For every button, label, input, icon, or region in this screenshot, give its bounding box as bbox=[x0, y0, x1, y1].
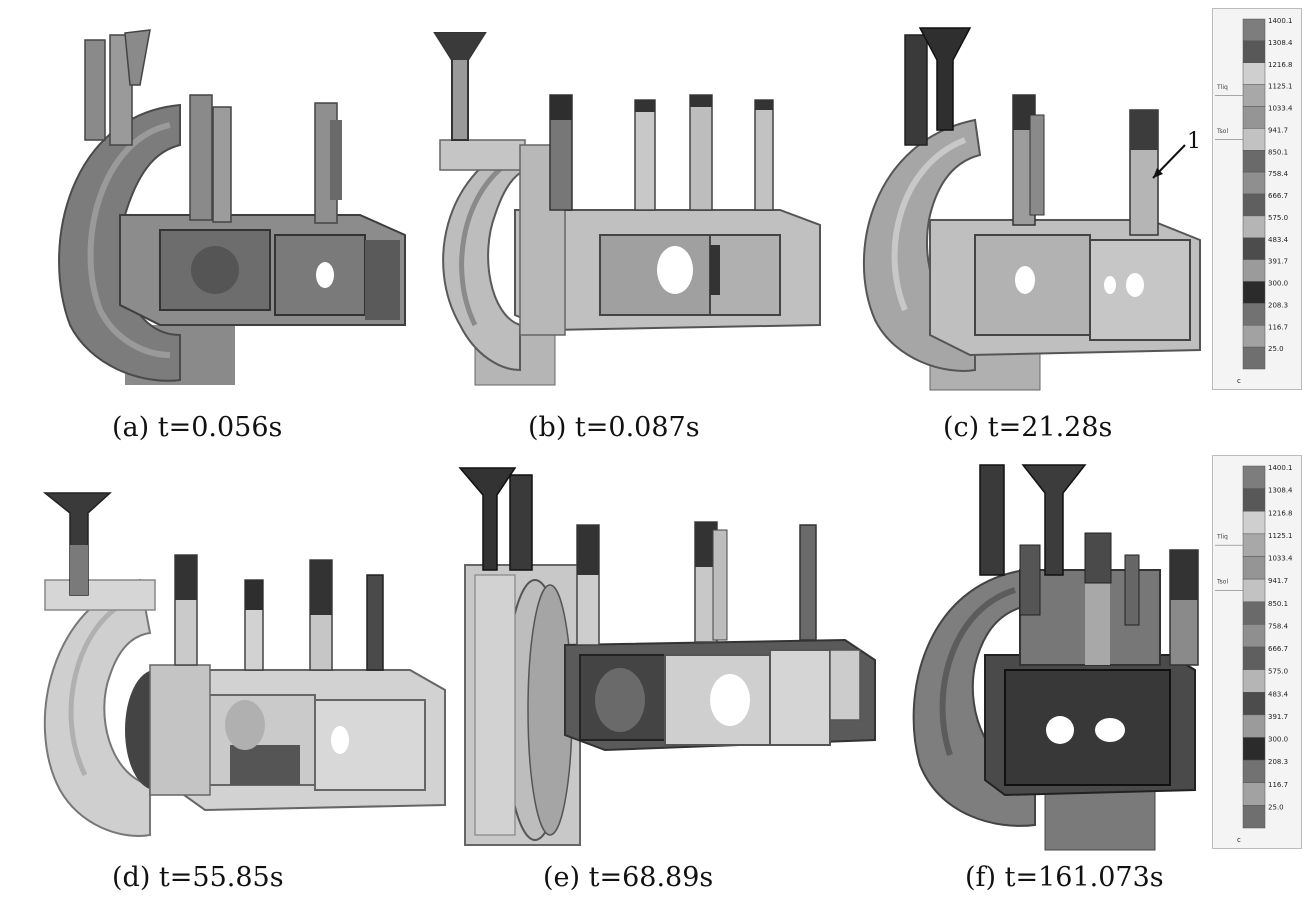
legend-scale-bottom: 1400.1 1308.4 1216.8 1125.1 1033.4 941.7 850.1… bbox=[1215, 464, 1293, 844]
legend-tick-label: 850.1 bbox=[1268, 148, 1288, 156]
legend-unit-label: c bbox=[1237, 377, 1241, 385]
legend-swatch bbox=[1242, 669, 1266, 693]
legend-solidus-label: Tsol bbox=[1216, 128, 1228, 135]
legend-tick-label: 1400.1 bbox=[1268, 17, 1293, 25]
legend-scale-top: 1400.1 1308.4 1216.8 1125.1 1033.4 941.7 850.1… bbox=[1215, 17, 1293, 385]
legend-swatch bbox=[1242, 84, 1266, 107]
legend-swatch bbox=[1242, 511, 1266, 535]
panel-caption-f: (f) t=161.073s bbox=[965, 862, 1164, 893]
legend-swatch bbox=[1242, 303, 1266, 326]
legend-swatch bbox=[1242, 533, 1266, 557]
legend-swatch bbox=[1242, 759, 1266, 783]
legend-tick-label: 1033.4 bbox=[1268, 555, 1293, 563]
legend-swatch bbox=[1242, 782, 1266, 806]
legend-swatch bbox=[1242, 737, 1266, 761]
legend-tick-label: 208.3 bbox=[1268, 758, 1288, 766]
legend-tick-label: 391.7 bbox=[1268, 258, 1288, 266]
legend-swatch bbox=[1242, 215, 1266, 238]
casting-panel-b bbox=[420, 25, 840, 395]
legend-tick-label: 25.0 bbox=[1268, 803, 1284, 811]
legend-swatch bbox=[1242, 325, 1266, 348]
legend-tick-label: 666.7 bbox=[1268, 192, 1288, 200]
legend-swatch bbox=[1242, 281, 1266, 304]
legend-tick-label: 300.0 bbox=[1268, 280, 1288, 288]
panel-caption-e: (e) t=68.89s bbox=[543, 862, 714, 893]
legend-tick-label: 1308.4 bbox=[1268, 39, 1293, 47]
legend-tick-label: 483.4 bbox=[1268, 690, 1289, 698]
legend-tick-label: 208.3 bbox=[1268, 301, 1288, 309]
callout-label: 1 bbox=[1187, 129, 1201, 154]
legend-swatch bbox=[1242, 237, 1266, 260]
legend-tick-label: 1308.4 bbox=[1268, 487, 1293, 495]
legend-tick-label: 758.4 bbox=[1268, 622, 1289, 630]
legend-tick-label: 666.7 bbox=[1268, 645, 1288, 653]
legend-swatch bbox=[1242, 40, 1266, 63]
legend-tick-label: 575.0 bbox=[1268, 668, 1288, 676]
legend-tick-label: 1125.1 bbox=[1268, 532, 1293, 540]
legend-swatch bbox=[1242, 556, 1266, 580]
legend-tick-label: 758.4 bbox=[1268, 170, 1289, 178]
panel-caption-c: (c) t=21.28s bbox=[943, 412, 1113, 443]
legend-swatch bbox=[1242, 106, 1266, 129]
legend-swatch bbox=[1242, 646, 1266, 670]
legend-tick-label: 391.7 bbox=[1268, 713, 1288, 721]
legend-tick-label: 941.7 bbox=[1268, 577, 1288, 585]
casting-render-e bbox=[458, 467, 876, 846]
legend-swatch bbox=[1242, 578, 1266, 602]
panel-caption-a: (a) t=0.056s bbox=[112, 412, 283, 443]
legend-tick-label: 850.1 bbox=[1268, 600, 1288, 608]
legend-tick-label: 483.4 bbox=[1268, 236, 1289, 244]
casting-render-b bbox=[433, 32, 821, 386]
legend-tick-label: 300.0 bbox=[1268, 736, 1288, 744]
legend-swatch bbox=[1242, 805, 1266, 829]
legend-tick-label: 1216.8 bbox=[1268, 509, 1293, 517]
legend-swatch bbox=[1242, 193, 1266, 217]
legend-swatch bbox=[1242, 601, 1266, 625]
legend-tick-label: 1125.1 bbox=[1268, 83, 1293, 91]
casting-render-f bbox=[912, 464, 1199, 851]
legend-tick-label: 941.7 bbox=[1268, 126, 1288, 134]
legend-tick-label: 116.7 bbox=[1268, 323, 1288, 331]
legend-swatch bbox=[1242, 714, 1266, 738]
legend-swatch bbox=[1242, 259, 1266, 282]
legend-tick-label: 1033.4 bbox=[1268, 105, 1293, 113]
legend-swatch bbox=[1242, 18, 1266, 42]
casting-render-a bbox=[58, 29, 406, 385]
legend-liquidus-label: Tliq bbox=[1216, 533, 1228, 540]
legend-solidus-label: Tsol bbox=[1216, 579, 1228, 586]
legend-swatch bbox=[1242, 692, 1266, 716]
temperature-legend-bottom: 1400.1 1308.4 1216.8 1125.1 1033.4 941.7 850.1… bbox=[1212, 455, 1302, 849]
legend-swatch bbox=[1242, 465, 1266, 489]
legend-tick-label: 575.0 bbox=[1268, 214, 1288, 222]
casting-panel-d bbox=[30, 485, 450, 850]
legend-tick-label: 116.7 bbox=[1268, 781, 1288, 789]
legend-unit-label: c bbox=[1237, 836, 1241, 844]
casting-panel-f bbox=[895, 455, 1215, 855]
temperature-legend-top: 1400.1 1308.4 1216.8 1125.1 1033.4 941.7 850.1… bbox=[1212, 8, 1302, 390]
legend-tick-label: 1400.1 bbox=[1268, 464, 1293, 472]
casting-panel-c: 1 bbox=[845, 20, 1210, 400]
legend-swatch bbox=[1242, 62, 1266, 85]
panel-caption-b: (b) t=0.087s bbox=[528, 412, 700, 443]
legend-liquidus-label: Tliq bbox=[1216, 84, 1228, 91]
legend-tick-label: 25.0 bbox=[1268, 345, 1284, 353]
panel-caption-d: (d) t=55.85s bbox=[112, 862, 284, 893]
legend-swatch bbox=[1242, 346, 1266, 370]
casting-render-d bbox=[42, 492, 446, 837]
legend-swatch bbox=[1242, 488, 1266, 512]
legend-swatch bbox=[1242, 150, 1266, 173]
legend-swatch bbox=[1242, 171, 1266, 195]
casting-panel-a bbox=[30, 25, 420, 395]
casting-panel-e bbox=[455, 460, 885, 850]
legend-tick-label: 1216.8 bbox=[1268, 61, 1293, 69]
casting-render-c: 1 bbox=[862, 27, 1201, 391]
legend-swatch bbox=[1242, 624, 1266, 648]
legend-swatch bbox=[1242, 128, 1266, 151]
